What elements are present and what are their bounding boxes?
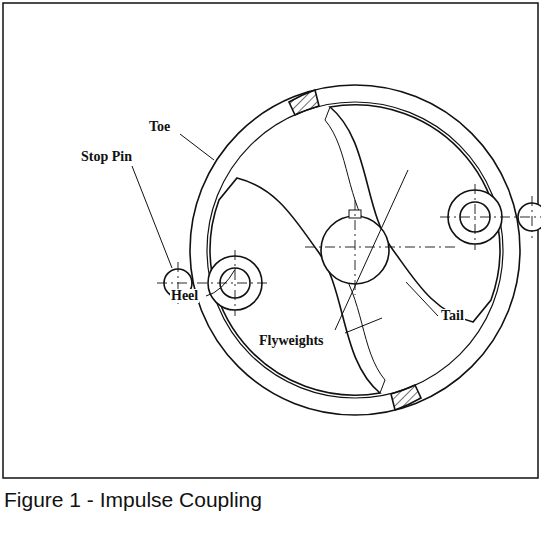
- hatched-lug: [391, 385, 421, 410]
- part-label: Tail: [440, 309, 465, 323]
- hatched-lug: [289, 90, 319, 115]
- housing-inner: [207, 102, 503, 398]
- part-label: Toe: [148, 120, 171, 134]
- housing-outer: [190, 85, 520, 415]
- part-label: Heel: [170, 289, 199, 303]
- figure-caption: Figure 1 - Impulse Coupling: [4, 488, 262, 512]
- center-lines: [157, 184, 541, 316]
- frame: [3, 3, 538, 478]
- part-label: Stop Pin: [80, 150, 133, 164]
- part-label: Flyweights: [258, 334, 325, 348]
- leader-lines: [132, 134, 438, 333]
